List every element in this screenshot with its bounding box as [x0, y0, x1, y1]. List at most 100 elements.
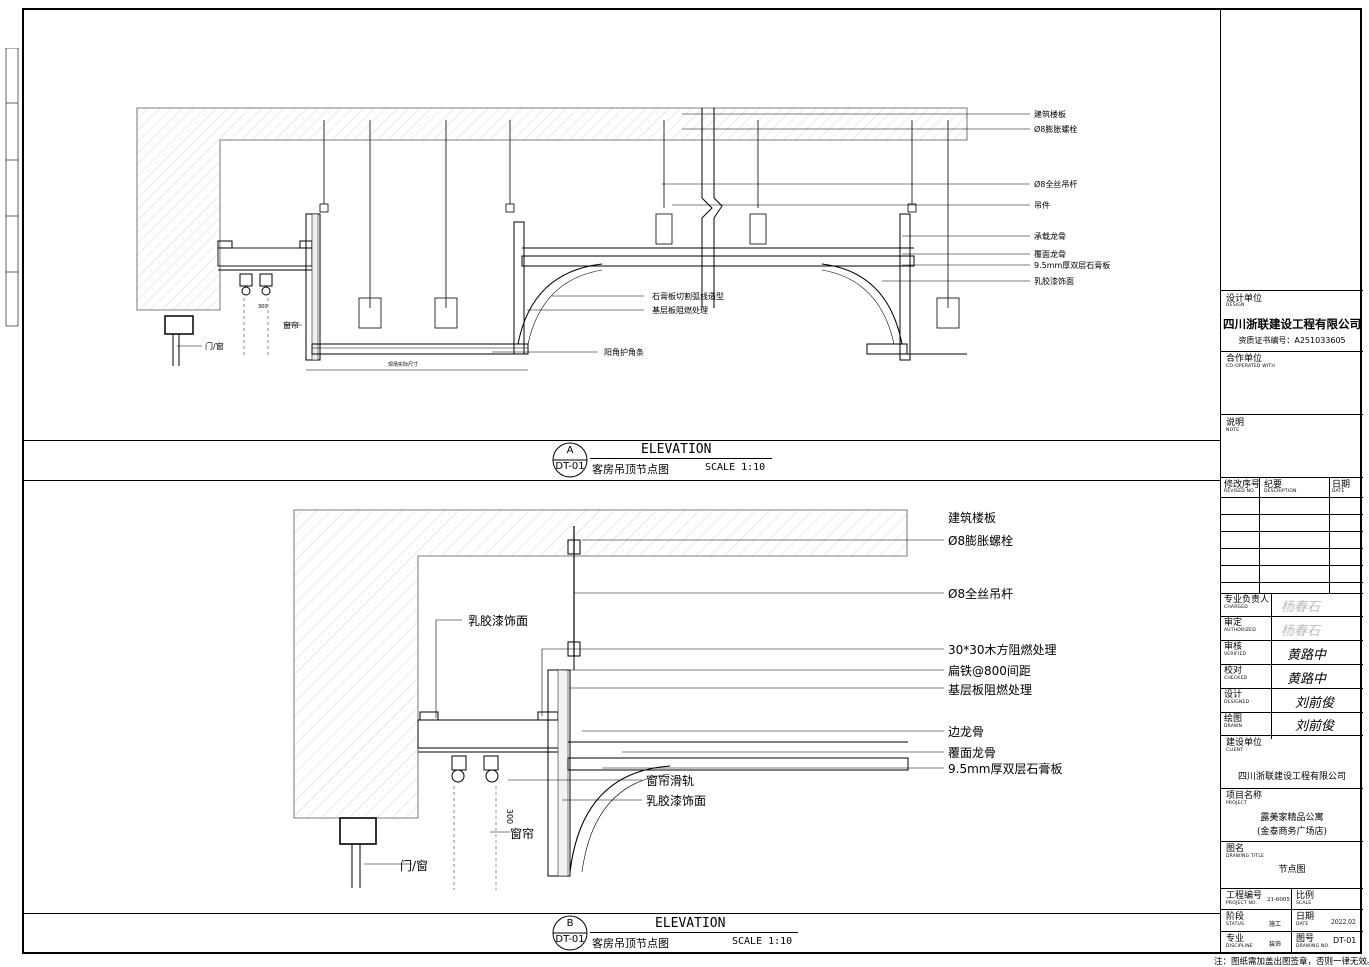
- tb-designed-sub: DESIGNED: [1224, 700, 1250, 705]
- sig-authorized: 杨春石: [1281, 624, 1321, 639]
- b-note-curtain: 窗帘: [510, 827, 535, 841]
- tb-client-sub: CLIENT: [1226, 748, 1244, 753]
- a-note-gypsum: 9.5mm厚双层石膏板: [1034, 261, 1111, 270]
- b-note-flat-iron: 扁铁@800间距: [948, 664, 1031, 678]
- tb-verified-sub: VERIFIED: [1224, 652, 1247, 657]
- tb-disc-sub: DISCIPLINE: [1226, 944, 1253, 949]
- tb-project-line1: 露美家精品公寓: [1260, 813, 1324, 823]
- a-title-divider-bottom: [22, 480, 1220, 481]
- slab-hatch-a: [136, 107, 968, 311]
- tb-note-sub: NOTE: [1226, 428, 1240, 433]
- tb-project-line2: (金泰商务广场店): [1256, 827, 1328, 837]
- a-note-slab: 建筑楼板: [1034, 110, 1066, 119]
- sig-verified: 黄路中: [1287, 648, 1327, 663]
- tb-title-sub: DRAWING TITLE: [1226, 854, 1265, 859]
- tb-title: 节点图: [1278, 865, 1306, 875]
- tb-rev-desc: 纪要: [1264, 480, 1283, 490]
- b-note-base-board: 基层板阻燃处理: [948, 683, 1033, 697]
- a-note-cover-keel: 覆面龙骨: [1034, 250, 1066, 259]
- a-title-underline: [590, 458, 772, 459]
- tb-dwg-no: DT-01: [1333, 936, 1357, 945]
- b-detail-mark: B: [566, 918, 574, 929]
- tb-coop-sub: CO-OPERATED WITH: [1226, 364, 1275, 369]
- a-note-curtain: 窗帘: [283, 321, 299, 330]
- a-note-base-board: 基层板阻燃处理: [652, 306, 708, 315]
- b-note-bolt: Ø8膨胀螺栓: [948, 534, 1014, 548]
- a-note-latex: 乳胶漆饰面: [1034, 277, 1074, 286]
- tb-scale-label: 比例: [1296, 891, 1315, 901]
- sig-charged: 杨春石: [1281, 600, 1321, 615]
- tb-charged-sub: CHARGED: [1224, 605, 1248, 610]
- a-note-hanger: 吊件: [1034, 201, 1050, 210]
- tb-project-label: 项目名称: [1226, 791, 1263, 801]
- title-block: 设计单位 DESIGN 四川浙联建设工程有限公司 资质证书编号：A2510336…: [1220, 8, 1363, 954]
- tb-status-label: 阶段: [1226, 912, 1245, 922]
- tb-rev-no-sub: REVISED NO.: [1224, 489, 1256, 494]
- tb-rev-date: 日期: [1332, 480, 1351, 490]
- tb-rev-no: 修改序号: [1224, 480, 1261, 490]
- b-dim-300: 300: [505, 808, 515, 825]
- tb-drawn-sub: DRAWN: [1224, 724, 1243, 729]
- tb-checked: 校对: [1224, 666, 1243, 676]
- a-detail-mark: A: [566, 445, 574, 456]
- b-note-rail: 窗帘滑轨: [646, 774, 695, 788]
- b-note-cover-keel: 覆面龙骨: [948, 746, 997, 760]
- b-detail-bubble: [552, 915, 588, 951]
- tb-proj-no-label: 工程编号: [1226, 891, 1263, 901]
- tb-title-label: 图名: [1226, 844, 1245, 854]
- a-detail-bubble: [552, 442, 588, 478]
- b-note-latex-top: 乳胶漆饰面: [468, 614, 529, 628]
- a-detail-sheet: DT-01: [555, 461, 585, 472]
- tb-proj-no-sub: PROJECT NO.: [1226, 901, 1258, 906]
- tb-design-unit-label: 设计单位: [1226, 294, 1263, 304]
- b-title-underline: [590, 932, 798, 933]
- tb-verified: 审核: [1224, 642, 1243, 652]
- tb-charged: 专业负责人: [1224, 595, 1270, 605]
- tb-client-label: 建设单位: [1226, 738, 1263, 748]
- a-dim-text: 现场实际尺寸: [388, 362, 419, 368]
- tb-drawn: 绘图: [1224, 714, 1243, 724]
- tb-designed: 设计: [1224, 690, 1243, 700]
- b-note-rod: Ø8全丝吊杆: [948, 587, 1014, 601]
- tb-disc-label: 专业: [1226, 934, 1245, 944]
- tb-cert: 资质证书编号：A251033605: [1238, 336, 1346, 345]
- drawing-frame: [22, 8, 1362, 954]
- b-detail-scale: SCALE 1:10: [732, 936, 793, 947]
- b-note-slab: 建筑楼板: [948, 511, 997, 525]
- a-detail-scale: SCALE 1:10: [705, 462, 766, 473]
- b-note-edge-keel: 边龙骨: [948, 725, 985, 739]
- tb-proj-no: 21-6005: [1267, 897, 1290, 903]
- a-note-arc: 石膏板切割弧线造型: [652, 292, 724, 301]
- tb-status: 施工: [1269, 921, 1282, 928]
- a-note-door: 门/窗: [205, 342, 224, 351]
- sig-designed: 刘前俊: [1295, 696, 1335, 711]
- a-dim-300: 300: [258, 304, 268, 310]
- tb-rev-date-sub: DATE: [1332, 489, 1345, 494]
- tb-date-label: 日期: [1296, 912, 1315, 922]
- sig-drawn: 刘前俊: [1295, 719, 1335, 734]
- b-title-divider: [22, 913, 1220, 914]
- tb-scale-sub: SCALE: [1296, 901, 1312, 906]
- b-note-gypsum: 9.5mm厚双层石膏板: [948, 762, 1063, 776]
- tb-client: 四川浙联建设工程有限公司: [1237, 772, 1346, 782]
- a-note-bolt: Ø8膨胀螺栓: [1034, 125, 1078, 134]
- margin-stamp-strip: [5, 48, 19, 327]
- b-detail-name: 客房吊顶节点图: [592, 937, 669, 950]
- tb-date: 2022.02: [1331, 919, 1356, 926]
- detail-b-drawing: [293, 509, 944, 890]
- tb-status-sub: STATUS: [1226, 922, 1245, 927]
- tb-checked-sub: CHECKED: [1224, 676, 1248, 681]
- sig-checked: 黄路中: [1287, 672, 1327, 687]
- slab-hatch-b: [293, 509, 908, 819]
- detail-a-drawing: [136, 107, 1030, 371]
- tb-project-sub: PROJECT: [1226, 801, 1247, 806]
- b-note-door: 门/窗: [400, 859, 429, 873]
- a-note-rod: Ø8全丝吊杆: [1034, 180, 1078, 189]
- tb-authorized: 审定: [1224, 618, 1243, 628]
- a-note-main-keel: 承载龙骨: [1034, 232, 1066, 241]
- tb-coop-label: 合作单位: [1226, 354, 1263, 364]
- a-elevation-label: ELEVATION: [641, 442, 712, 457]
- tb-disc: 装饰: [1269, 941, 1282, 948]
- tb-dwg-no-label: 图号: [1296, 934, 1315, 944]
- b-note-latex-bottom: 乳胶漆饰面: [646, 794, 707, 808]
